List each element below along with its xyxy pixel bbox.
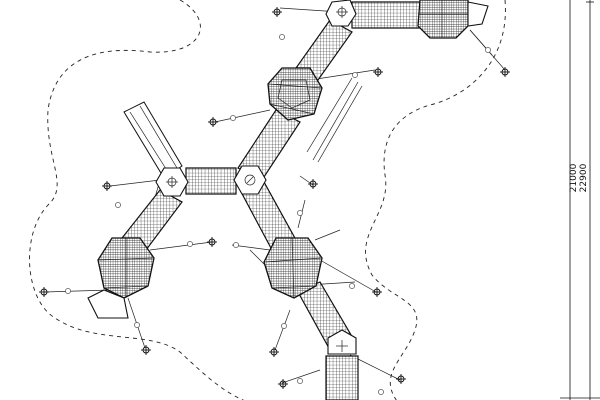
bridge-top bbox=[351, 1, 421, 29]
tower-top-right bbox=[417, 0, 489, 39]
dimension-label-22900: 22900 bbox=[579, 163, 589, 192]
hub-top bbox=[325, 0, 357, 27]
hubs bbox=[155, 0, 357, 355]
bridge-horizontal bbox=[185, 167, 237, 195]
hub-left bbox=[155, 167, 189, 197]
bridge-bottom-vertical bbox=[325, 355, 359, 400]
tower-upper bbox=[267, 67, 323, 121]
towers bbox=[87, 0, 489, 319]
dimension-lines bbox=[560, 0, 600, 400]
safety-zone-boundary bbox=[29, 0, 245, 400]
bridge-upper-diagonal bbox=[295, 19, 353, 81]
safety-zone-boundary-right bbox=[365, 0, 506, 400]
rope-lines bbox=[44, 7, 506, 384]
hub-middle bbox=[233, 165, 267, 195]
tower-left bbox=[87, 237, 155, 319]
balance-beam bbox=[306, 77, 363, 163]
bridges bbox=[121, 1, 421, 400]
slide bbox=[123, 101, 183, 179]
hub-bottom bbox=[327, 329, 357, 355]
tower-lower bbox=[263, 237, 323, 299]
dimension-label-21000: 21000 bbox=[569, 163, 579, 192]
anchor-points bbox=[39, 7, 510, 389]
rope-posts bbox=[65, 34, 491, 395]
